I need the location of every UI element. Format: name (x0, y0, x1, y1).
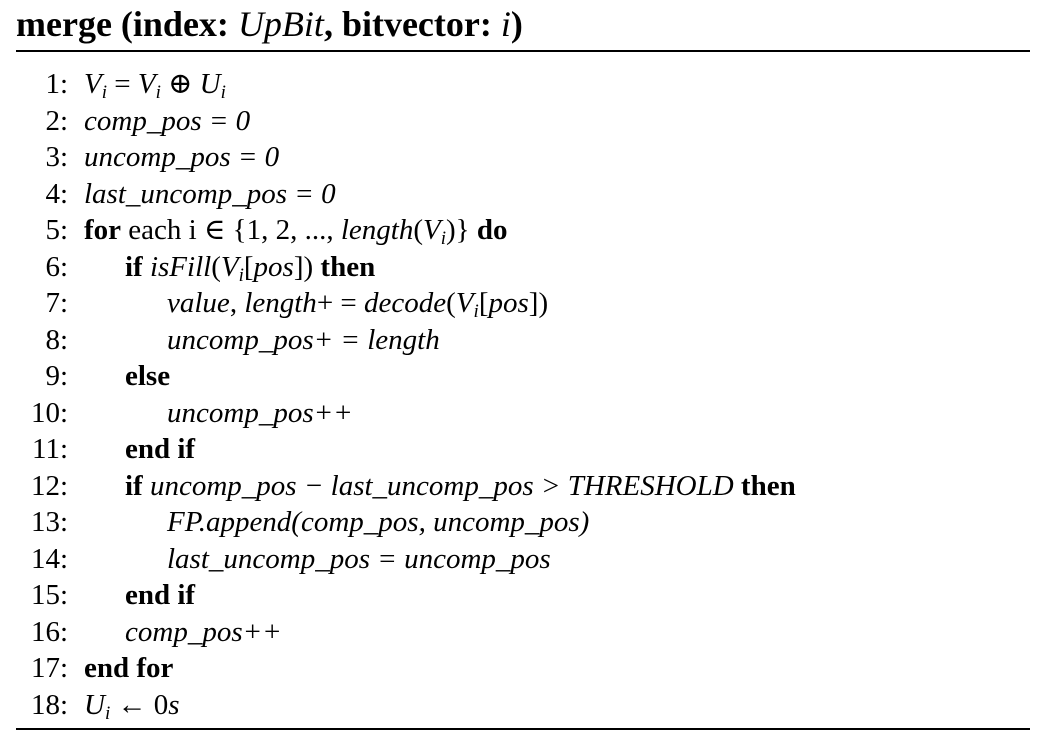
line-number: 15: (30, 579, 68, 611)
line-1: 1: Vi = Vi ⊕ Ui (16, 66, 1030, 103)
keyword-do: do (476, 214, 508, 246)
keyword-then: then (740, 469, 796, 502)
keyword-end-if: end if (125, 579, 196, 611)
line-17: 17: end for (16, 650, 1030, 687)
line-number: 8: (45, 323, 68, 356)
title-prefix: merge (index: (16, 4, 238, 44)
line-code: if isFill(Vi[pos]) then (125, 250, 376, 286)
keyword-end-if: end if (125, 433, 196, 465)
line-6: 6: if isFill(Vi[pos]) then (16, 249, 1030, 286)
keyword-if: if (125, 250, 143, 283)
line-number: 11: (32, 433, 68, 465)
algorithm-block: merge (index: UpBit, bitvector: i) 1: Vi… (16, 0, 1030, 730)
line-code: comp_pos++ (125, 615, 282, 648)
title-param: i (500, 4, 511, 44)
line-number: 18: (30, 688, 68, 721)
line-12: 12: if uncomp_pos − last_uncomp_pos > TH… (16, 468, 1030, 505)
line-10: 10: uncomp_pos++ (16, 395, 1030, 432)
line-code: last_uncomp_pos = 0 (84, 177, 336, 210)
keyword-for: for (84, 214, 122, 246)
line-code: uncomp_pos+ = length (167, 323, 440, 356)
line-number: 7: (45, 287, 68, 319)
line-number: 10: (30, 396, 68, 429)
line-number: 12: (30, 469, 68, 502)
line-8: 8: uncomp_pos+ = length (16, 322, 1030, 359)
line-code: uncomp_pos = 0 (84, 141, 280, 173)
line-code: if uncomp_pos − last_uncomp_pos > THRESH… (125, 468, 796, 504)
line-code: uncomp_pos++ (167, 396, 353, 429)
line-number: 16: (30, 615, 68, 648)
line-18: 18: Ui ← 0s (16, 687, 1030, 724)
line-7: 7: value, length+ = decode(Vi[pos]) (16, 285, 1030, 322)
line-code: last_uncomp_pos = uncomp_pos (167, 542, 551, 575)
line-number: 2: (45, 104, 68, 137)
title-suffix: ) (510, 4, 523, 44)
line-4: 4: last_uncomp_pos = 0 (16, 176, 1030, 213)
line-13: 13: FP.append(comp_pos, uncomp_pos) (16, 504, 1030, 541)
line-code: for each i ∈ {1, 2, ..., length(Vi)} do (84, 214, 508, 249)
title-middle: , bitvector: (323, 4, 501, 44)
line-14: 14: last_uncomp_pos = uncomp_pos (16, 541, 1030, 578)
line-2: 2: comp_pos = 0 (16, 103, 1030, 140)
line-code: FP.append(comp_pos, uncomp_pos) (167, 506, 590, 538)
line-9: 9: else (16, 358, 1030, 395)
line-number: 14: (30, 542, 68, 575)
title-index-type: UpBit (237, 4, 324, 44)
line-number: 6: (45, 250, 68, 283)
line-11: 11: end if (16, 431, 1030, 468)
line-5: 5: for each i ∈ {1, 2, ..., length(Vi)} … (16, 212, 1030, 249)
for-each-text: each i ∈ {1, 2, ..., (121, 214, 341, 246)
line-number: 13: (30, 506, 68, 538)
keyword-then: then (320, 250, 376, 283)
algorithm-title: merge (index: UpBit, bitvector: i) (16, 0, 1030, 48)
line-15: 15: end if (16, 577, 1030, 614)
line-number: 4: (45, 177, 68, 210)
keyword-end-for: end for (84, 652, 174, 684)
line-3: 3: uncomp_pos = 0 (16, 139, 1030, 176)
bottom-rule (16, 728, 1030, 730)
line-code: Ui ← 0s (84, 688, 180, 724)
algorithm-lines: 1: Vi = Vi ⊕ Ui 2: comp_pos = 0 3: uncom… (16, 66, 1030, 724)
line-code: Vi = Vi ⊕ Ui (84, 68, 226, 103)
line-16: 16: comp_pos++ (16, 614, 1030, 651)
line-number: 1: (45, 68, 68, 100)
line-number: 17: (30, 652, 68, 684)
top-rule (16, 50, 1030, 52)
condition: uncomp_pos − last_uncomp_pos > THRESHOLD (149, 469, 734, 502)
line-number: 5: (45, 214, 68, 246)
line-code: comp_pos = 0 (84, 104, 251, 137)
keyword-if: if (125, 469, 143, 502)
keyword-else: else (125, 360, 171, 392)
line-number: 9: (45, 360, 68, 392)
line-number: 3: (45, 141, 68, 173)
line-code: value, length+ = decode(Vi[pos]) (167, 287, 549, 322)
